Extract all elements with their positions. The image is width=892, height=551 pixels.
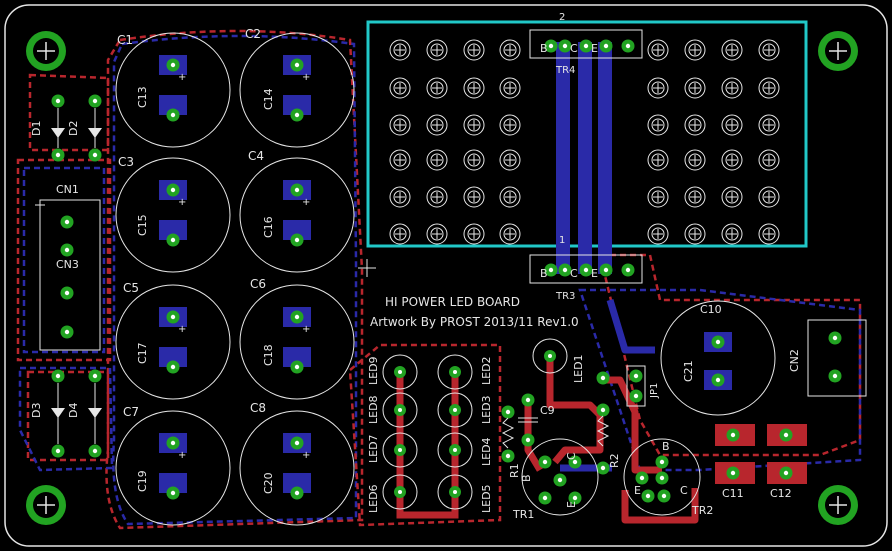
c9-label: C9 xyxy=(540,404,555,417)
led6-label: LED6 xyxy=(367,484,380,513)
d4-label: D4 xyxy=(67,403,80,418)
svg-text:+: + xyxy=(178,197,186,208)
connector-cn1: CN1 CN3 xyxy=(39,183,101,351)
tr4-pin-b: B xyxy=(540,42,548,55)
led1: LED1 xyxy=(532,338,585,383)
connector-cn2: CN2 xyxy=(788,319,867,397)
c17-label: C17 xyxy=(136,342,149,364)
transistor-tr1: B C E TR1 xyxy=(512,438,599,521)
tr3-pin-one: 1 xyxy=(559,235,565,246)
resistor-r2: R2 xyxy=(596,371,621,475)
tr1-pin-b: B xyxy=(520,474,533,482)
tr4-label: TR4 xyxy=(555,65,575,76)
svg-text:+: + xyxy=(178,324,186,335)
tr2-label: TR2 xyxy=(691,504,713,517)
jp1-label: JP1 xyxy=(649,383,660,399)
c21-label: C21 xyxy=(682,360,695,382)
tr4-pin-e: E xyxy=(591,42,598,55)
diodes-bottom: D3 D4 xyxy=(30,369,102,458)
transistor-tr4: 2 B C E TR4 xyxy=(529,12,643,76)
c2-tag: C2 xyxy=(245,27,261,41)
c18-label: C18 xyxy=(262,344,275,366)
led7-label: LED7 xyxy=(367,434,380,463)
transistor-tr3: 1 B C E TR3 xyxy=(529,235,643,302)
tr4-pin-one: 2 xyxy=(559,12,565,23)
capacitor-c10: C10 C21 xyxy=(660,300,776,416)
c4-tag: C4 xyxy=(248,149,264,163)
mounting-holes xyxy=(26,31,858,525)
tr3-label: TR3 xyxy=(555,291,575,302)
led4-label: LED4 xyxy=(480,437,493,466)
jumper-jp1: JP1 xyxy=(626,365,660,407)
svg-text:+: + xyxy=(302,450,310,461)
c14-label: C14 xyxy=(262,88,275,110)
c10-label: C10 xyxy=(700,303,722,316)
tr2-pin-c: C xyxy=(680,484,688,497)
tr1-pin-c: C xyxy=(565,452,578,460)
led1-label: LED1 xyxy=(572,354,585,383)
tr2-pin-b: B xyxy=(662,440,670,453)
cn1-label: CN1 xyxy=(56,183,79,196)
svg-text:+: + xyxy=(302,72,310,83)
d1-label: D1 xyxy=(30,121,43,136)
c1-tag: C1 xyxy=(117,33,133,47)
electrolytic-capacitors: + + + + + + + + xyxy=(115,32,355,526)
board-title: HI POWER LED BOARD xyxy=(385,295,520,309)
c12-label: C12 xyxy=(770,487,792,500)
c6-tag: C6 xyxy=(250,277,266,291)
board-outline xyxy=(4,4,888,547)
origin-marks xyxy=(35,200,376,277)
c20-label: C20 xyxy=(262,472,275,494)
capacitors-smd: C11 C12 xyxy=(715,424,807,500)
tr2-pin-e: E xyxy=(634,484,641,497)
led5-label: LED5 xyxy=(480,484,493,513)
artwork-credit: Artwork By PROST 2013/11 Rev1.0 xyxy=(370,315,579,329)
capacitor-labels: C13 C14 C15 C16 C17 C18 C19 C20 C1 C2 C3… xyxy=(117,27,275,494)
c7-tag: C7 xyxy=(123,405,139,419)
d3-label: D3 xyxy=(30,403,43,418)
tr4-pin-c: C xyxy=(570,42,578,55)
capacitor-c9: C9 xyxy=(518,393,555,447)
svg-text:+: + xyxy=(302,197,310,208)
led9-label: LED9 xyxy=(367,356,380,385)
diodes-top: D1 D2 xyxy=(30,94,102,162)
power-traces xyxy=(556,42,612,274)
c19-label: C19 xyxy=(136,470,149,492)
resistor-r1: R1 xyxy=(501,405,521,478)
led-array: LED9 LED8 LED7 LED6 LED2 LED3 LED4 LED5 xyxy=(367,354,493,519)
c13-label: C13 xyxy=(136,86,149,108)
c8-tag: C8 xyxy=(250,401,266,415)
c15-label: C15 xyxy=(136,214,149,236)
led3-label: LED3 xyxy=(480,395,493,424)
r2-label: R2 xyxy=(608,453,621,468)
svg-text:+: + xyxy=(302,324,310,335)
tr3-pin-e: E xyxy=(591,267,598,280)
led8-label: LED8 xyxy=(367,395,380,424)
svg-text:+: + xyxy=(178,72,186,83)
tr3-pin-c: C xyxy=(570,267,578,280)
c5-tag: C5 xyxy=(123,281,139,295)
led2-label: LED2 xyxy=(480,356,493,385)
c11-label: C11 xyxy=(722,487,744,500)
transistor-tr2: B E C TR2 xyxy=(623,438,713,517)
cn3-label: CN3 xyxy=(56,258,79,271)
tr1-label: TR1 xyxy=(512,508,534,521)
r1-label: R1 xyxy=(508,463,521,478)
svg-text:+: + xyxy=(178,450,186,461)
d2-label: D2 xyxy=(67,121,80,136)
tr1-pin-e: E xyxy=(565,501,578,508)
c16-label: C16 xyxy=(262,216,275,238)
c3-tag: C3 xyxy=(118,155,134,169)
cn2-label: CN2 xyxy=(788,349,801,372)
tr3-pin-b: B xyxy=(540,267,548,280)
